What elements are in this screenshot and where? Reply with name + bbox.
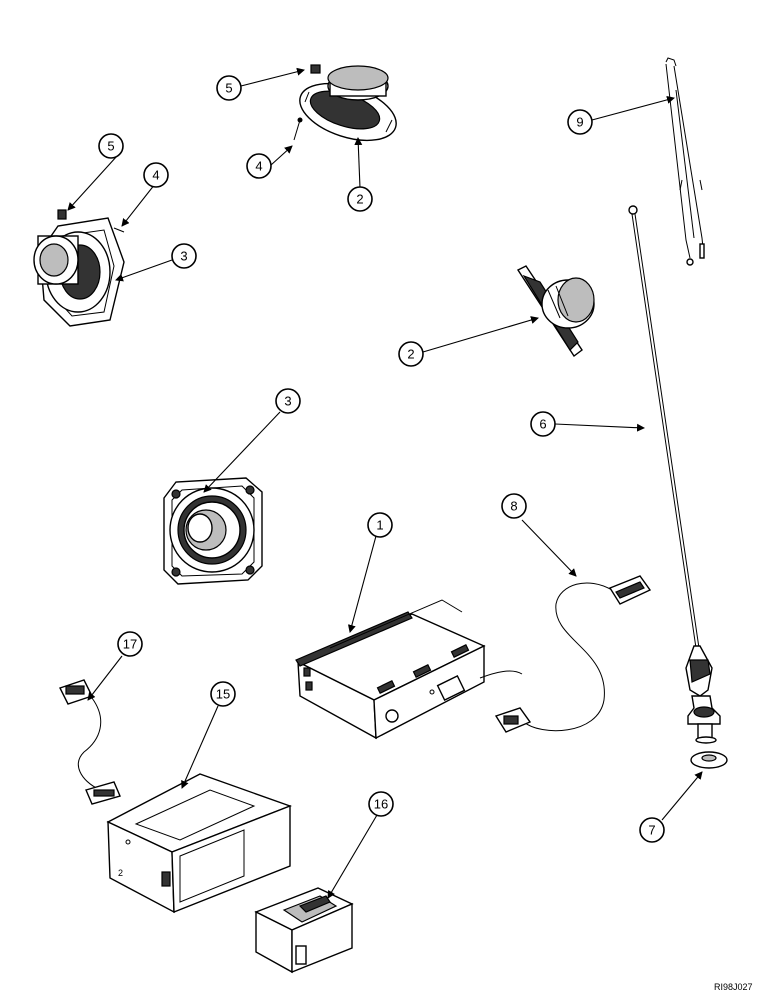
svg-text:2: 2 [407,347,414,362]
radio-harness [494,575,652,733]
radio-unit [295,599,523,740]
connector-left-upper [57,209,67,220]
svg-text:4: 4 [255,159,262,174]
svg-text:2: 2 [356,192,363,207]
svg-text:8: 8 [510,499,517,514]
screw-top-center [293,117,303,141]
callout-16: 16 [368,791,394,817]
antenna-upper-right [665,57,705,266]
callout-2-top: 2 [347,186,373,212]
svg-text:3: 3 [180,249,187,264]
antenna-grommet [690,751,728,769]
svg-text:7: 7 [648,823,655,838]
callout-3-lower: 3 [275,388,301,414]
callout-7: 7 [639,817,665,843]
callout-4-left: 4 [143,162,169,188]
callout-5-left: 5 [98,133,124,159]
speaker-left-upper [33,217,125,327]
speaker-top-center [299,65,397,142]
svg-text:17: 17 [123,637,137,652]
callout-8: 8 [501,493,527,519]
svg-text:2: 2 [118,868,123,878]
svg-text:5: 5 [107,139,114,154]
svg-text:5: 5 [225,81,232,96]
callout-6: 6 [530,411,556,437]
cd-magazine [254,887,354,974]
screw-left-upper [113,227,125,233]
svg-text:16: 16 [374,797,388,812]
figure-code: RI98J027 [714,982,753,992]
svg-text:3: 3 [284,394,291,409]
antenna-whip [628,205,721,744]
callout-5-top: 5 [216,75,242,101]
speaker-side-middle [516,265,595,358]
callout-15: 15 [210,681,236,707]
svg-text:1: 1 [376,518,383,533]
callout-3-upper: 3 [171,243,197,269]
cd-changer: 2 [106,773,293,914]
callout-4-top: 4 [246,153,272,179]
leader-lines [67,67,703,899]
callout-2-middle: 2 [398,341,424,367]
speaker-square-lower [163,477,263,585]
callout-17: 17 [117,631,143,657]
svg-text:9: 9 [576,115,583,130]
svg-text:6: 6 [539,417,546,432]
cd-changer-cable [59,679,121,805]
callout-9: 9 [567,109,593,135]
callout-1: 1 [367,512,393,538]
svg-text:15: 15 [216,687,230,702]
svg-text:4: 4 [152,168,159,183]
connector-top-center [310,64,321,74]
